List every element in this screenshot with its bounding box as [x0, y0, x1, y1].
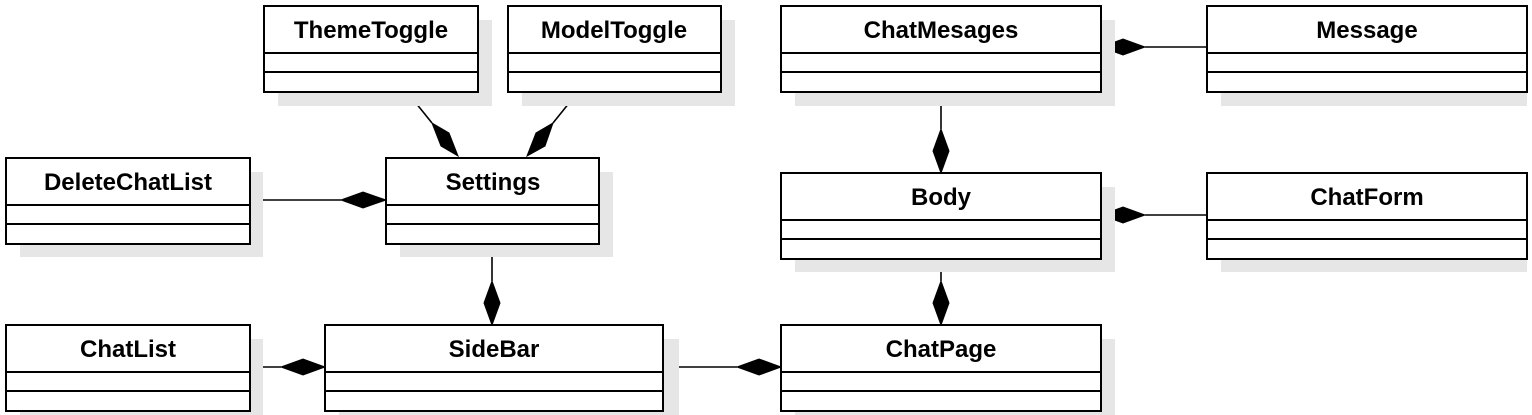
class-box-sidebar[interactable]: SideBar [324, 324, 679, 415]
composition-diamond-icon [735, 358, 783, 376]
class-box-chatmesages[interactable]: ChatMesages [780, 5, 1115, 106]
class-box-deletechatlist[interactable]: DeleteChatList [5, 157, 263, 257]
class-name: DeleteChatList [44, 169, 212, 196]
class-box-settings[interactable]: Settings [385, 157, 613, 257]
composition-diamond-icon [431, 121, 459, 158]
class-box-message[interactable]: Message [1206, 5, 1528, 106]
class-box-body[interactable]: Body [780, 172, 1115, 272]
class-name: Message [1316, 17, 1417, 44]
class-name: ThemeToggle [294, 17, 448, 44]
class-name: Settings [446, 169, 541, 196]
class-name: ChatList [80, 336, 176, 363]
class-name: SideBar [449, 336, 540, 363]
composition-diamond-icon [279, 358, 327, 376]
class-box-chatform[interactable]: ChatForm [1206, 172, 1528, 272]
class-name: Body [911, 184, 972, 211]
composition-diamond-icon [526, 121, 554, 158]
class-name: ChatPage [886, 336, 997, 363]
class-name: ModelToggle [541, 17, 687, 44]
composition-diamond-icon [483, 279, 501, 327]
composition-diamond-icon [932, 127, 950, 175]
class-name: ChatMesages [864, 17, 1019, 44]
class-box-themetoggle[interactable]: ThemeToggle [263, 5, 492, 106]
composition-diamond-icon [932, 279, 950, 327]
class-name: ChatForm [1310, 184, 1423, 211]
class-box-chatlist[interactable]: ChatList [5, 324, 263, 415]
class-box-modeltoggle[interactable]: ModelToggle [507, 5, 735, 106]
composition-diamond-icon [339, 191, 388, 209]
class-box-chatpage[interactable]: ChatPage [780, 324, 1115, 415]
